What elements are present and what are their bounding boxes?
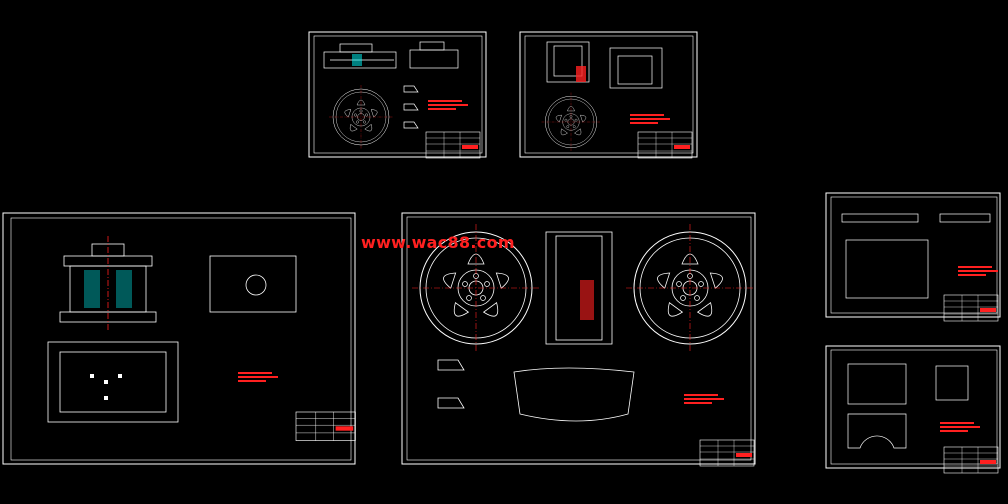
- watermark-text: www.wac88.com: [361, 233, 515, 252]
- sheet-top-left: [308, 31, 487, 159]
- sheet-bottom-center: [401, 212, 756, 467]
- sheet-bottom-left: [2, 212, 356, 465]
- sheet-top-middle: [519, 31, 698, 159]
- sheet-right-upper: [825, 192, 1001, 322]
- sheet-right-lower: [825, 345, 1001, 474]
